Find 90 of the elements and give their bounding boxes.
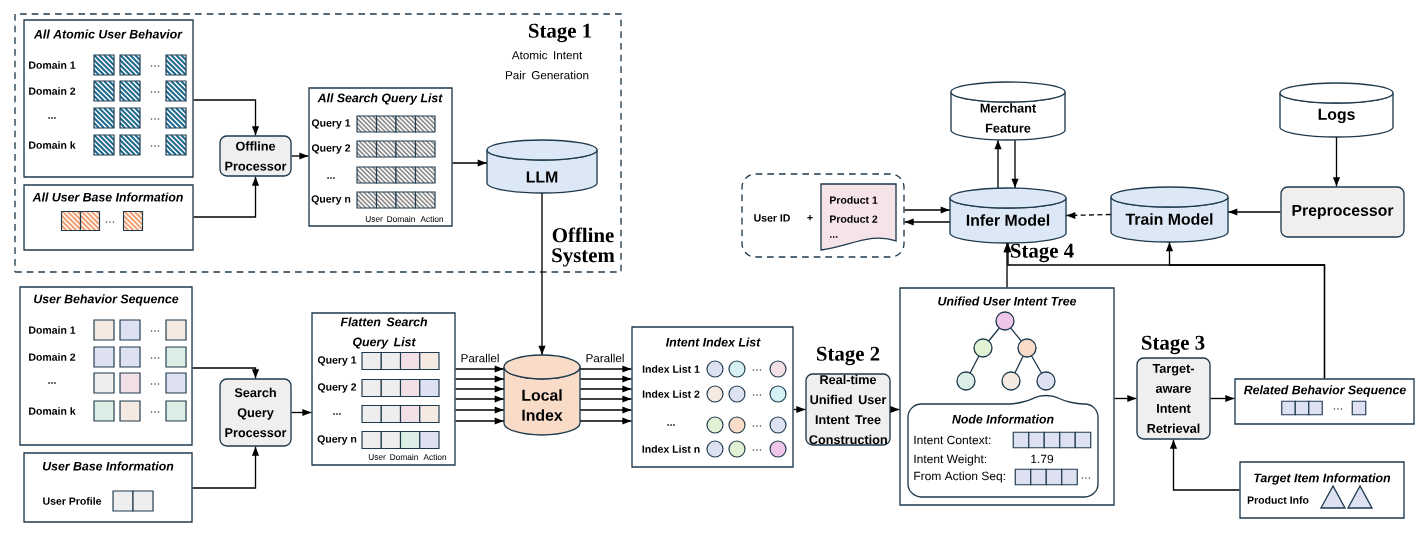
row-label: ... [667,424,675,426]
row-label: Product Info [1247,496,1309,504]
row-label: Query n [317,435,357,445]
arrow [1332,136,1341,187]
list-item: Product 1 [830,196,878,204]
row-label: Domain k [29,407,76,415]
row-label: Domain 1 [29,61,76,69]
arrow [793,405,806,414]
column-label: Domain [390,453,418,461]
column-label: Action [420,215,444,223]
arrow [193,176,260,218]
row-label: ... [48,117,56,119]
panel-title: Unified User Intent Tree [938,296,1077,306]
process-box: Target-aware Intent Retrieval [1136,357,1211,440]
row-label: User ID [754,214,790,222]
process-box: Real-time Unified User Intent Tree Construction [805,373,891,446]
row-label: Query 2 [311,144,351,154]
database-cylinder: Infer Model [949,187,1067,244]
panel-title: All Search Query List [317,93,443,105]
column-label: User [365,216,383,222]
edge-label: Parallel [459,352,501,364]
stage-heading: Stage 1 [529,23,592,43]
panel-title: All User Base Information [32,192,183,202]
field-label: From Action Seq: [914,471,1005,483]
row-label: ... [48,382,56,384]
row-label: Query 2 [317,383,357,393]
panel-title: Node Information [952,414,1054,424]
stage-heading: Stage 4 [1011,243,1074,263]
list-item: ... [830,236,838,238]
arrow [455,365,505,425]
arrow [579,365,632,425]
stage-heading: Stage 3 [1142,335,1205,355]
arrow [193,99,260,136]
process-box: Search Query Processor [219,378,292,447]
row-label: Index List 1 [642,365,700,373]
process-box: Preprocessor [1280,186,1405,238]
arrow [1065,211,1112,220]
arrow [1165,241,1326,379]
stage-subtitle: Atomic Intent Pair Generation [505,50,589,80]
field-label: Intent Context: [914,435,991,445]
field-label: Intent Weight: [914,454,987,466]
arrow [538,192,546,356]
row-label: Query n [311,195,351,205]
row-label: ... [333,413,341,415]
database-cylinder: Logs [1279,82,1394,138]
column-label: User [368,454,386,460]
column-label: Action [423,453,447,461]
arrow [1011,139,1019,189]
row-label: Query 1 [311,119,351,129]
row-label: Domain 1 [29,326,76,334]
database-cylinder: LLM [486,139,598,194]
weight-value: 1.79 [1031,454,1054,464]
stage-heading: Stage 2 [817,346,880,366]
row-label: User Profile [43,497,102,505]
arrow [890,405,900,414]
arrow [452,159,488,167]
arrow [1114,394,1137,403]
row-label: Index List n [642,445,700,453]
row-label: Domain k [29,141,76,149]
panel-title: Intent Index List [665,337,761,347]
panel-title: User Base Information [42,461,174,471]
arrow [994,139,1002,189]
system-heading: Offline System [552,227,615,267]
database-cylinder: Local Index [503,354,581,436]
row-label: Query 1 [317,356,357,366]
arrow [1169,439,1240,491]
plus-sign: + [807,214,813,221]
arrow [904,218,951,226]
row-label: ... [327,177,335,179]
panel-title: Flatten Search Query List [340,317,428,349]
arrow [1227,208,1281,216]
arrow [1210,394,1235,403]
arrow [291,408,312,417]
panel-title: User Behavior Sequence [34,294,179,306]
row-label: Domain 2 [29,87,76,95]
arrow [192,367,260,379]
database-cylinder: Train Model [1110,186,1229,243]
list-item: Product 2 [830,215,878,223]
arrow [192,446,260,489]
row-label: Index List 2 [642,390,700,398]
panel-title: Target Item Information [1254,473,1391,485]
panel-title: Related Behavior Sequence [1244,385,1406,397]
edge-label: Parallel [584,352,626,364]
arrow [904,206,951,214]
panel-title: All Atomic User Behavior [33,29,183,39]
column-label: Domain [387,215,415,223]
process-box: Offline Processor [219,135,292,177]
database-cylinder: Merchant Feature [950,81,1066,141]
arrow [291,152,309,160]
row-label: Domain 2 [29,353,76,361]
